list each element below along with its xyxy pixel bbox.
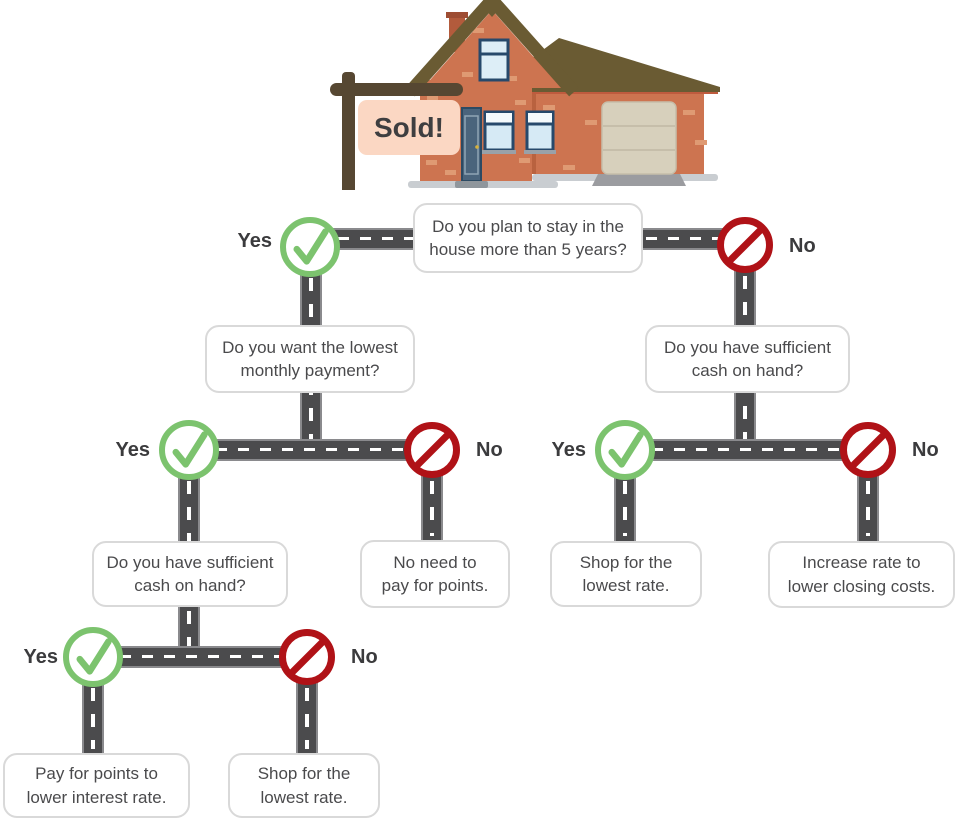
- road-q2-branch: [189, 439, 432, 461]
- result-pay-for-points: Pay for points to lower interest rate.: [3, 753, 190, 818]
- question-stay-5-years-text: Do you plan to stay in the house more th…: [429, 216, 627, 259]
- no-prohibition-icon: [717, 217, 773, 273]
- question-cash-on-hand-left-text: Do you have sufficient cash on hand?: [106, 552, 274, 595]
- sold-sign: Sold!: [358, 100, 460, 155]
- no-slash: [849, 431, 887, 469]
- result-increase-rate: Increase rate to lower closing costs.: [768, 541, 955, 608]
- no-label: No: [476, 439, 503, 461]
- road-q3-branch: [625, 439, 868, 461]
- result-shop-lowest-rate-bottom: Shop for the lowest rate.: [228, 753, 380, 818]
- no-slash: [726, 226, 764, 264]
- question-cash-on-hand-right: Do you have sufficient cash on hand?: [645, 325, 850, 393]
- result-pay-for-points-text: Pay for points to lower interest rate.: [26, 764, 167, 807]
- yes-check-icon: [280, 217, 340, 277]
- question-lowest-monthly-payment-text: Do you want the lowest monthly payment?: [222, 337, 398, 380]
- yes-check-icon: [63, 627, 123, 687]
- yes-check-icon: [595, 420, 655, 480]
- road-q4-branch: [93, 646, 307, 668]
- result-increase-rate-text: Increase rate to lower closing costs.: [787, 553, 936, 596]
- no-prohibition-icon: [279, 629, 335, 685]
- result-no-need-pay-points-text: No need to pay for points.: [381, 552, 489, 595]
- no-label: No: [351, 646, 378, 668]
- result-shop-lowest-rate-bottom-text: Shop for the lowest rate.: [257, 764, 351, 807]
- no-slash: [288, 638, 326, 676]
- yes-label: Yes: [115, 439, 150, 461]
- no-prohibition-icon: [840, 422, 896, 478]
- no-slash: [413, 431, 451, 469]
- no-prohibition-icon: [404, 422, 460, 478]
- yes-check-icon: [159, 420, 219, 480]
- question-lowest-monthly-payment: Do you want the lowest monthly payment?: [205, 325, 415, 393]
- no-label: No: [789, 235, 816, 257]
- yes-label: Yes: [237, 230, 272, 252]
- question-stay-5-years: Do you plan to stay in the house more th…: [413, 203, 643, 273]
- house-illustration: [405, 0, 720, 188]
- yes-label: Yes: [551, 439, 586, 461]
- yes-label: Yes: [23, 646, 58, 668]
- sold-sign-crossbar: [330, 83, 463, 96]
- sold-sign-label: Sold!: [374, 111, 444, 143]
- result-shop-lowest-rate-right: Shop for the lowest rate.: [550, 541, 702, 607]
- result-shop-lowest-rate-right-text: Shop for the lowest rate.: [579, 552, 673, 595]
- question-cash-on-hand-left: Do you have sufficient cash on hand?: [92, 541, 288, 607]
- sold-sign-post: [342, 72, 355, 190]
- question-cash-on-hand-right-text: Do you have sufficient cash on hand?: [664, 337, 831, 380]
- result-no-need-pay-points: No need to pay for points.: [360, 540, 510, 608]
- no-label: No: [912, 439, 939, 461]
